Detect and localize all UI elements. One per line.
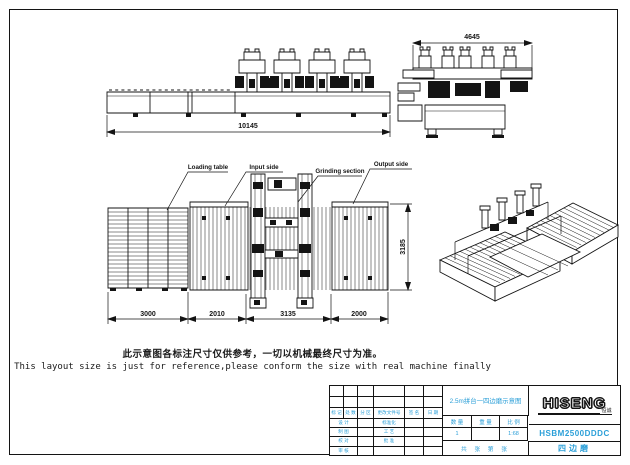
rev-col-date: 日 期 — [424, 408, 443, 419]
product-name: 四边磨 — [558, 444, 591, 453]
dim-3000: 3000 — [140, 311, 156, 318]
notes: 此示意图各标注尺寸仅供参考，一切以机械最终尺寸为准。 This layout s… — [0, 346, 505, 372]
scale-value: 1:68 — [500, 428, 528, 441]
revision-table: 标 记 处 数 分 区 更改文件号 签 名 日 期 设 计 标准化 制 图 工 … — [330, 386, 443, 456]
label-grinding-section: Grinding section — [315, 168, 364, 175]
drawing-title: 2.5m拼台一四边磨示意图 — [443, 386, 529, 416]
front-machine-body — [107, 90, 390, 117]
plan-grinding-section — [250, 174, 330, 308]
role-design: 设 计 — [330, 419, 358, 429]
label-input-side: Input side — [249, 164, 279, 171]
rev-col-zone: 分 区 — [358, 408, 374, 419]
role-draft: 制 图 — [330, 428, 358, 438]
plan-loading-table — [108, 208, 188, 291]
scale-label: 比 例 — [500, 416, 528, 428]
role-audit: 审 核 — [330, 446, 358, 456]
plan-labels: Loading table Input side Grinding sectio… — [167, 161, 412, 210]
rev-col-mark: 标 记 — [330, 408, 344, 419]
dim-2010: 2010 — [209, 311, 225, 318]
weight-label: 重 量 — [472, 416, 500, 428]
rev-col-sign: 签 名 — [405, 408, 424, 419]
plan-dimension-depth: 3185 — [390, 203, 412, 291]
dim-front-length: 10145 — [238, 123, 258, 130]
label-loading-table: Loading table — [188, 164, 229, 171]
plan-view: Loading table Input side Grinding sectio… — [107, 161, 415, 333]
plan-dimensions-bottom: 3000 2010 3135 2000 — [107, 292, 389, 324]
brand-logo-text: HISENG — [542, 394, 607, 412]
plan-output-conveyor — [332, 202, 388, 290]
role-process: 工 艺 — [374, 428, 405, 438]
qty-label: 数 量 — [443, 416, 472, 428]
note-chinese: 此示意图各标注尺寸仅供参考，一切以机械最终尺寸为准。 — [122, 349, 383, 360]
role-standardization: 标准化 — [374, 419, 405, 429]
brand-logo: HISENG 恒诚 — [529, 386, 620, 425]
front-dimension-10145: 10145 — [106, 115, 391, 137]
iso-center-machine — [455, 184, 580, 277]
dim-side-width: 4645 — [464, 34, 480, 41]
title-block: 标 记 处 数 分 区 更改文件号 签 名 日 期 设 计 标准化 制 图 工 … — [329, 385, 621, 456]
dim-2000: 2000 — [351, 311, 367, 318]
dim-3185: 3185 — [400, 239, 407, 255]
label-output-side: Output side — [374, 161, 409, 168]
brand-logo-underline: 恒诚 — [537, 408, 613, 415]
brand-logo-chinese: 恒诚 — [600, 407, 613, 414]
dim-3135: 3135 — [280, 311, 296, 318]
qty-value: 1 — [443, 428, 472, 441]
title-block-middle: 2.5m拼台一四边磨示意图 数 量 重 量 比 例 1 1:68 共 张 第 张 — [443, 386, 529, 455]
rev-col-docno: 更改文件号 — [374, 408, 405, 419]
front-grinding-heads — [235, 49, 374, 92]
side-machine-body — [398, 47, 532, 138]
plan-input-conveyor — [190, 202, 248, 290]
rev-col-count: 处 数 — [344, 408, 358, 419]
weight-value — [472, 428, 500, 441]
side-elevation-view: 4645 — [398, 34, 533, 138]
note-english: This layout size is just for reference,p… — [14, 362, 491, 372]
role-check: 校 对 — [330, 437, 358, 447]
isometric-view — [430, 182, 622, 317]
model-number: HSBM2500DDDC — [529, 425, 620, 442]
side-dimension-4645: 4645 — [412, 34, 533, 69]
sheet-count: 共 张 第 张 — [443, 441, 529, 455]
role-approve: 批 准 — [374, 437, 405, 447]
title-block-right: HISENG 恒诚 HSBM2500DDDC 四边磨 — [529, 386, 620, 455]
front-elevation-view: 10145 — [106, 48, 391, 143]
